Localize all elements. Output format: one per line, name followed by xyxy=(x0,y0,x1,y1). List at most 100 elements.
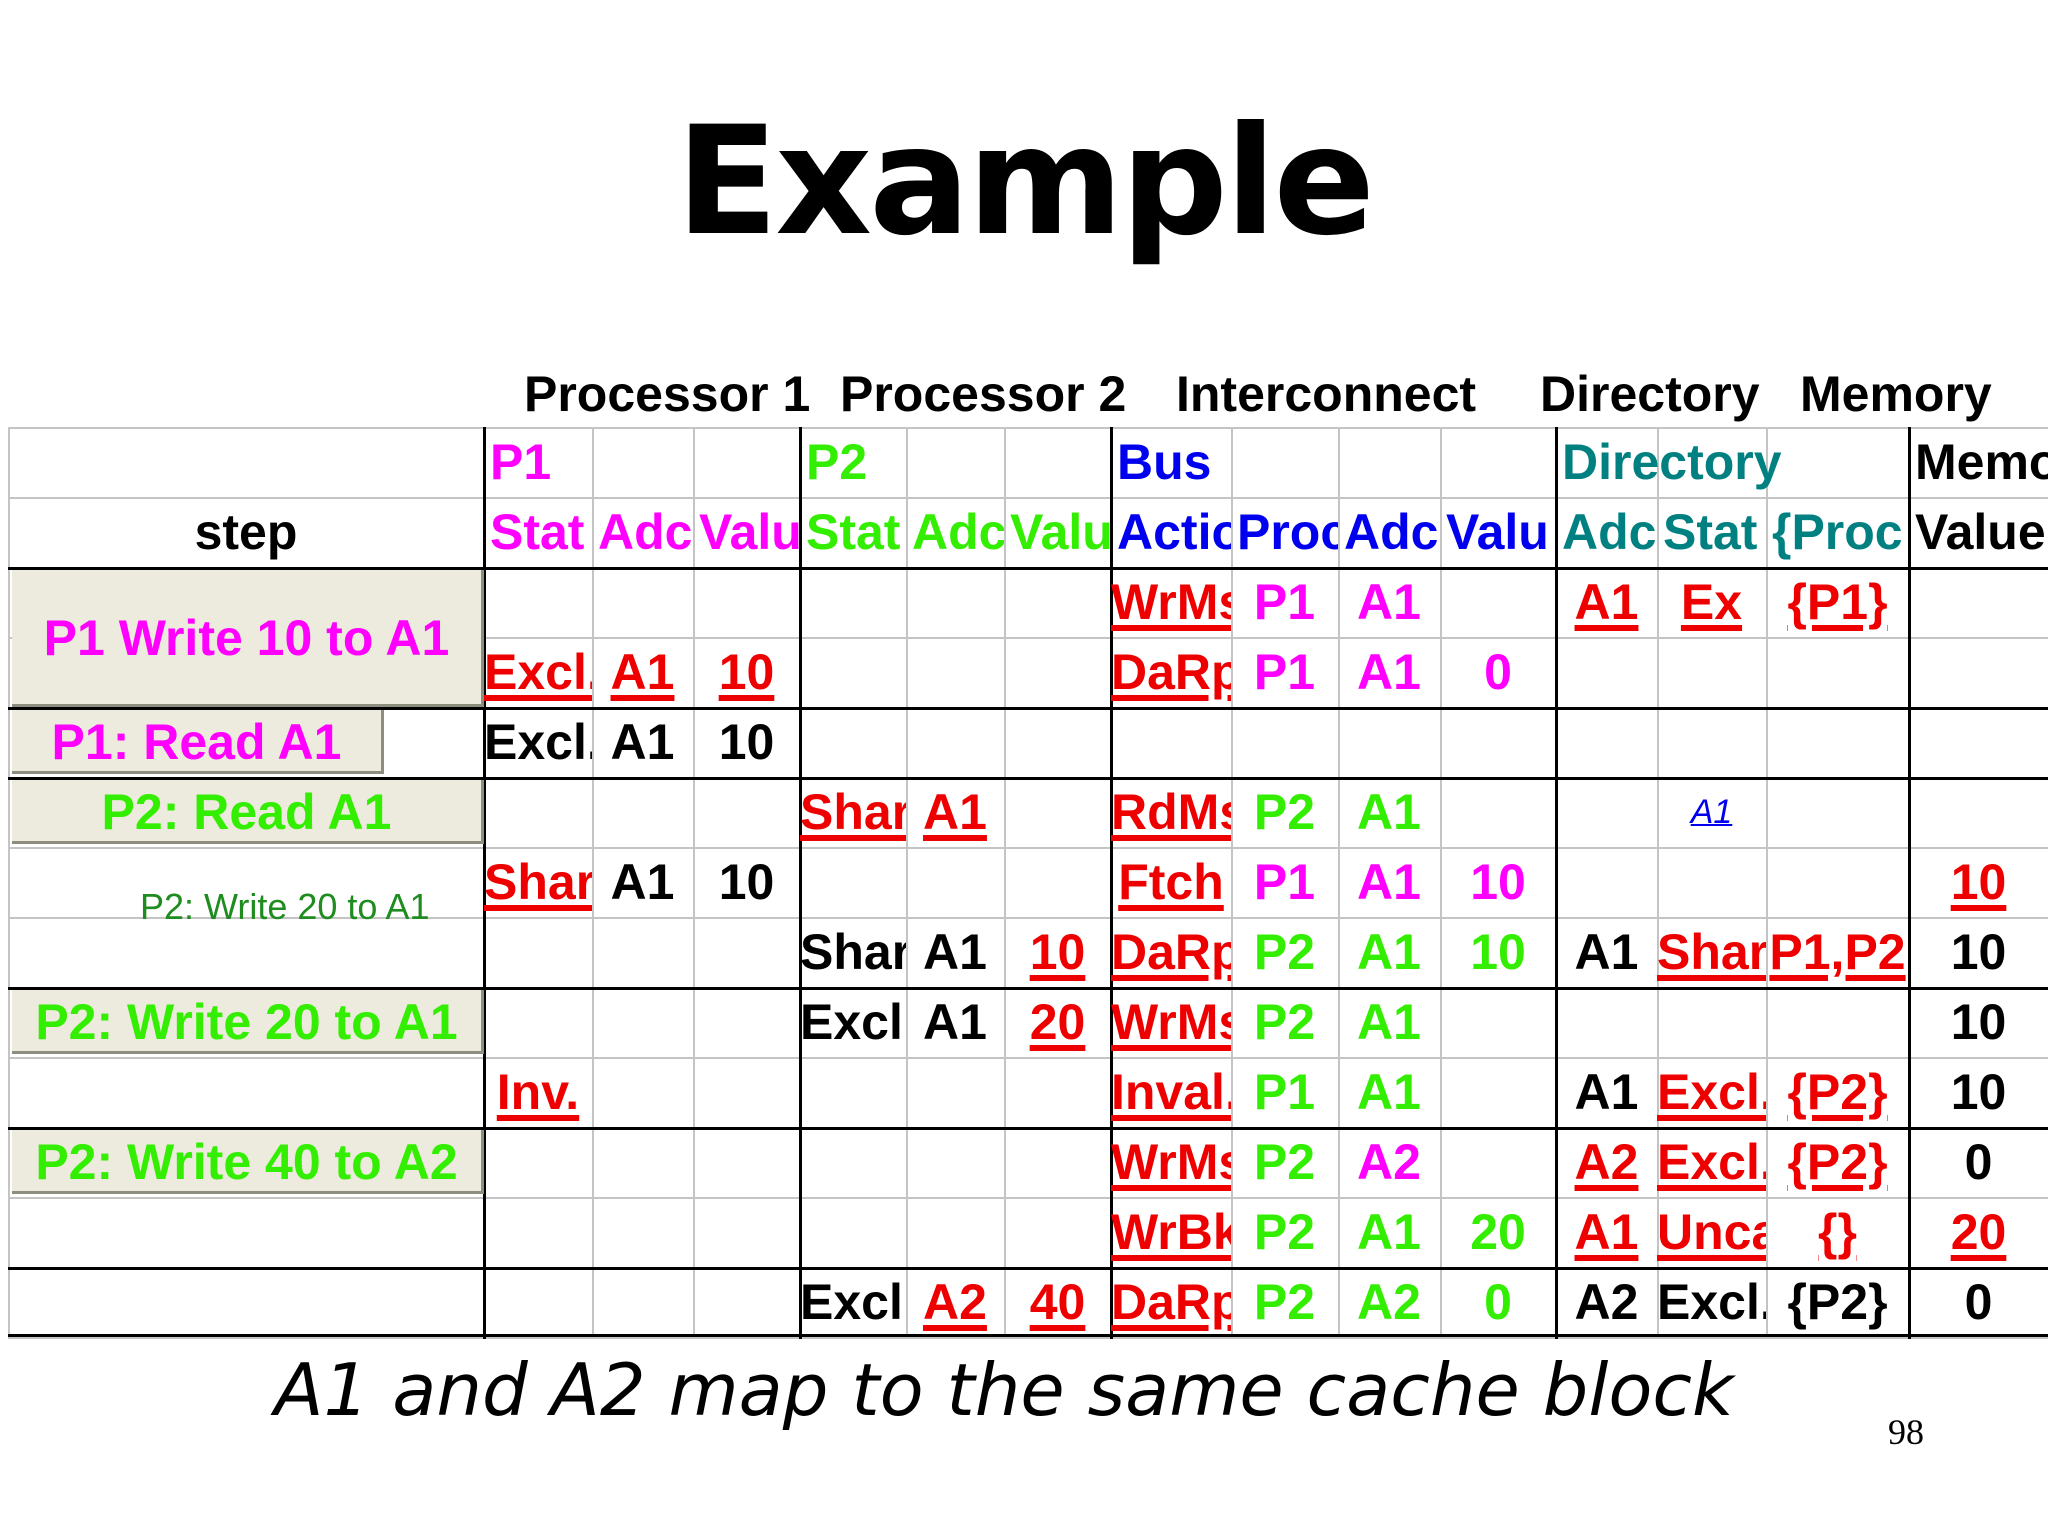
grid-col-line xyxy=(1231,427,1233,1337)
cell-p1-addr: A1 xyxy=(610,854,675,910)
header-directory-col: Stat xyxy=(1663,504,1758,560)
cell-p1-state: Shar xyxy=(484,854,592,910)
grid-row-line xyxy=(8,637,2048,639)
cell-bus-proc: P1 xyxy=(1253,644,1316,700)
cell-p2-state: Excl. xyxy=(800,994,906,1050)
header-directory: Directory xyxy=(1562,434,1782,490)
cell-bus-value: 10 xyxy=(1470,854,1526,910)
grid-row-line xyxy=(8,1057,2048,1059)
grid-row-line xyxy=(8,847,2048,849)
cell-bus-action: DaRp xyxy=(1111,924,1231,980)
header-p2-col: Stat xyxy=(806,504,901,560)
cell-mem-value: 10 xyxy=(1950,1064,2007,1120)
cell-p1-state: Excl. xyxy=(484,644,592,700)
grid-col-line xyxy=(1766,427,1768,1337)
cell-bus-action: WrMs xyxy=(1111,994,1231,1050)
cell-p1-value: 10 xyxy=(718,644,775,700)
cell-p1-value: 10 xyxy=(718,854,775,910)
header-directory-col: {Proc xyxy=(1772,504,1903,560)
section-divider xyxy=(483,427,486,1339)
cell-bus-addr: A1 xyxy=(1357,924,1421,980)
cell-bus-value: 10 xyxy=(1470,924,1526,980)
cell-p2-state: Shar xyxy=(800,924,906,980)
cell-dir-addr: A1 xyxy=(1574,1064,1639,1120)
header-p1-col: Valu xyxy=(699,504,800,560)
section-rule xyxy=(8,567,2048,570)
step-label: P1: Read A1 xyxy=(12,710,384,774)
step-divider xyxy=(8,707,2048,710)
grid-col-line xyxy=(906,427,908,1337)
cell-bus-proc: P2 xyxy=(1253,924,1316,980)
header-step: step xyxy=(194,504,298,560)
cell-dir-procs: {P2} xyxy=(1787,1134,1888,1190)
header-bus-col: Adc xyxy=(1344,504,1439,560)
cell-p2-addr: A1 xyxy=(923,784,987,840)
cell-dir-state: Excl. xyxy=(1657,1064,1766,1120)
cell-dir-addr: A1 xyxy=(1574,574,1639,630)
step-divider xyxy=(8,1127,2048,1130)
cell-p1-state: Excl. xyxy=(484,714,592,770)
group-processor-2: Processor 2 xyxy=(840,366,1127,422)
grid-row-line xyxy=(8,427,2048,429)
cell-bus-action: WrMs xyxy=(1111,1134,1231,1190)
grid-col-line xyxy=(1440,427,1442,1337)
grid-row-line xyxy=(8,497,2048,499)
cell-bus-addr: A2 xyxy=(1357,1274,1421,1330)
cell-dir-procs: {P1} xyxy=(1787,574,1888,630)
grid-row-line xyxy=(8,1337,2048,1339)
header-p2-col: Adc xyxy=(912,504,1004,560)
header-bus: Bus xyxy=(1117,434,1212,490)
cell-bus-addr: A1 xyxy=(1357,784,1421,840)
step-label: P2: Write 40 to A2 xyxy=(12,1130,484,1194)
cell-p1-addr: A1 xyxy=(610,714,675,770)
page-number: 98 xyxy=(1888,1412,1924,1452)
cell-bus-proc: P1 xyxy=(1253,574,1316,630)
header-directory-col: Adc xyxy=(1562,504,1657,560)
cell-bus-action: DaRp xyxy=(1111,644,1231,700)
grid-row-line xyxy=(8,917,2048,919)
cell-bus-addr: A1 xyxy=(1357,1064,1421,1120)
cell-bus-addr: A1 xyxy=(1357,1204,1421,1260)
cell-dir-procs: {} xyxy=(1818,1204,1857,1260)
header-p2: P2 xyxy=(806,434,868,490)
group-processor-1: Processor 1 xyxy=(524,366,811,422)
cell-bus-proc: P2 xyxy=(1253,784,1316,840)
cell-bus-addr: A1 xyxy=(1357,994,1421,1050)
group-interconnect: Interconnect xyxy=(1176,366,1477,422)
cell-p1-value: 10 xyxy=(718,714,775,770)
cell-bus-addr: A2 xyxy=(1357,1134,1421,1190)
cell-bus-action: DaRp xyxy=(1111,1274,1231,1330)
section-divider xyxy=(799,427,802,1339)
header-p1: P1 xyxy=(490,434,552,490)
step-label: P2: Read A1 xyxy=(12,780,484,844)
section-divider xyxy=(1110,427,1113,1339)
cell-dir-state: Ex xyxy=(1680,574,1743,630)
cell-bus-addr: A1 xyxy=(1357,644,1421,700)
section-divider xyxy=(1908,427,1911,1339)
step-divider xyxy=(8,777,2048,780)
cell-p1-state: Inv. xyxy=(496,1064,580,1120)
cell-dir-procs: {P2} xyxy=(1787,1064,1888,1120)
cell-dir-addr: A1 xyxy=(1574,1204,1639,1260)
cell-bus-action: Inval. xyxy=(1111,1064,1231,1120)
group-directory: Directory xyxy=(1540,366,1760,422)
cell-p2-addr: A2 xyxy=(923,1274,987,1330)
cell-bus-proc: P2 xyxy=(1253,1134,1316,1190)
cell-bus-addr: A1 xyxy=(1357,854,1421,910)
step-label: P1 Write 10 to A1 xyxy=(12,570,484,707)
cell-mem-value: 20 xyxy=(1950,1204,2007,1260)
step-label: P2: Write 20 to A1 xyxy=(12,990,484,1054)
cell-dir-addr: A2 xyxy=(1574,1134,1639,1190)
cell-p2-value: 40 xyxy=(1029,1274,1086,1330)
grid-col-line xyxy=(1338,427,1340,1337)
cell-dir-state: Shar xyxy=(1657,924,1766,980)
cell-dir-state: Excl. xyxy=(1657,1274,1766,1330)
cell-mem-value: 0 xyxy=(1964,1134,1993,1190)
header-memory-col: Value xyxy=(1915,504,2046,560)
cell-mem-value: 10 xyxy=(1950,854,2007,910)
cell-dir-state: Unca xyxy=(1657,1204,1766,1260)
cell-dir-state: A1 xyxy=(1690,793,1733,831)
cell-dir-addr: A2 xyxy=(1574,1274,1639,1330)
cell-bus-proc: P2 xyxy=(1253,1274,1316,1330)
